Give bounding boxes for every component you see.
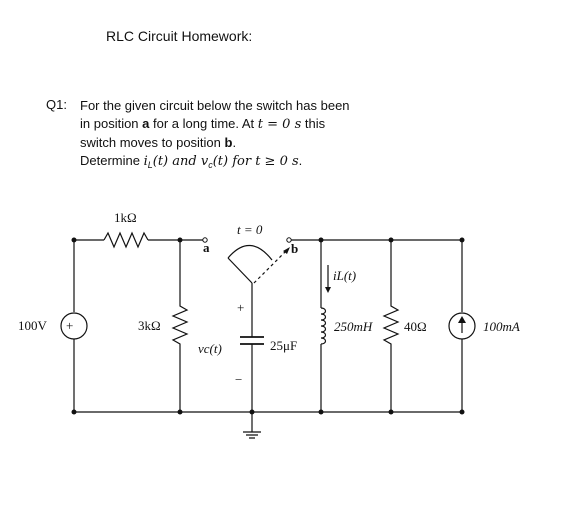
- switch-arrowhead: [283, 247, 290, 254]
- question-line-3-text: switch moves to position: [80, 135, 225, 150]
- homework-title: RLC Circuit Homework:: [106, 28, 253, 44]
- current-source-arrowhead: [458, 316, 466, 323]
- switch-contact-b: [286, 237, 292, 243]
- switch-path-b: [253, 249, 288, 284]
- vc-subscript: c: [208, 160, 213, 170]
- voltage-source-label: 100V: [18, 318, 48, 333]
- node-dot: [318, 237, 324, 243]
- switch-arc: [227, 244, 273, 261]
- ground-symbol: [243, 431, 261, 439]
- voltage-source-plus: +: [66, 318, 73, 333]
- node-dot: [71, 409, 77, 415]
- question-line-3-text: .: [232, 135, 237, 150]
- capacitor-label: 25μF: [270, 338, 297, 353]
- il-subscript: L: [147, 160, 153, 170]
- voltage-source: [60, 312, 88, 340]
- question-line-2-text: for a long time. At: [149, 116, 258, 131]
- node-dot: [249, 409, 255, 415]
- switch-time-label: t = 0: [237, 222, 263, 237]
- resistor-3k: [171, 240, 189, 412]
- inductor-250mh: [320, 307, 327, 345]
- resistor-40-label: 40Ω: [404, 319, 427, 334]
- current-source-label: 100mA: [483, 319, 520, 334]
- vc-symbol: v: [200, 154, 209, 169]
- node-dot: [71, 237, 77, 243]
- resistor-3k-label: 3kΩ: [138, 318, 161, 333]
- capacitor-minus: −: [235, 372, 242, 387]
- il-arrowhead: [325, 287, 331, 293]
- question-line-3: switch moves to position b.: [80, 134, 380, 152]
- question-number: Q1:: [46, 97, 67, 112]
- node-dot: [388, 237, 394, 243]
- switch-blade: [227, 257, 253, 284]
- question-line-2-text: in position: [80, 116, 143, 131]
- question-line-4-text: (t) and: [152, 154, 201, 169]
- resistor-1k: [103, 231, 149, 249]
- switch-contact-a: [202, 237, 208, 243]
- question-line-4-text: .: [298, 153, 303, 168]
- question-line-2: in position a for a long time. At t = 0 …: [80, 115, 380, 134]
- node-dot: [388, 409, 394, 415]
- node-dot: [177, 409, 183, 415]
- question-line-1: For the given circuit below the switch h…: [80, 98, 350, 113]
- position-b-text: b: [224, 135, 233, 150]
- question-line-4-text: Determine: [80, 153, 144, 168]
- question-text: For the given circuit below the switch h…: [80, 97, 380, 174]
- il-symbol: i: [143, 154, 148, 169]
- switch-position-b: b: [291, 241, 298, 256]
- resistor-1k-label: 1kΩ: [114, 210, 137, 225]
- node-dot: [318, 409, 324, 415]
- inductor-label: 250mH: [334, 319, 373, 334]
- capacitor-plus: +: [237, 300, 244, 315]
- il-label: iL(t): [333, 268, 356, 283]
- switch-position-a: a: [203, 240, 210, 255]
- node-dot: [459, 237, 465, 243]
- question-line-2-text: this: [301, 116, 326, 131]
- position-a-text: a: [142, 116, 150, 131]
- time-zero-text: t = 0 s: [257, 117, 302, 132]
- question-line-4: Determine iL(t) and vc(t) for t ≥ 0 s.: [80, 152, 380, 174]
- vc-label: vc(t): [198, 341, 222, 356]
- node-dot: [177, 237, 183, 243]
- node-dot: [459, 409, 465, 415]
- resistor-40: [382, 240, 400, 412]
- question-line-4-text: (t) for: [212, 154, 256, 169]
- time-condition-text: t ≥ 0 s: [255, 154, 299, 169]
